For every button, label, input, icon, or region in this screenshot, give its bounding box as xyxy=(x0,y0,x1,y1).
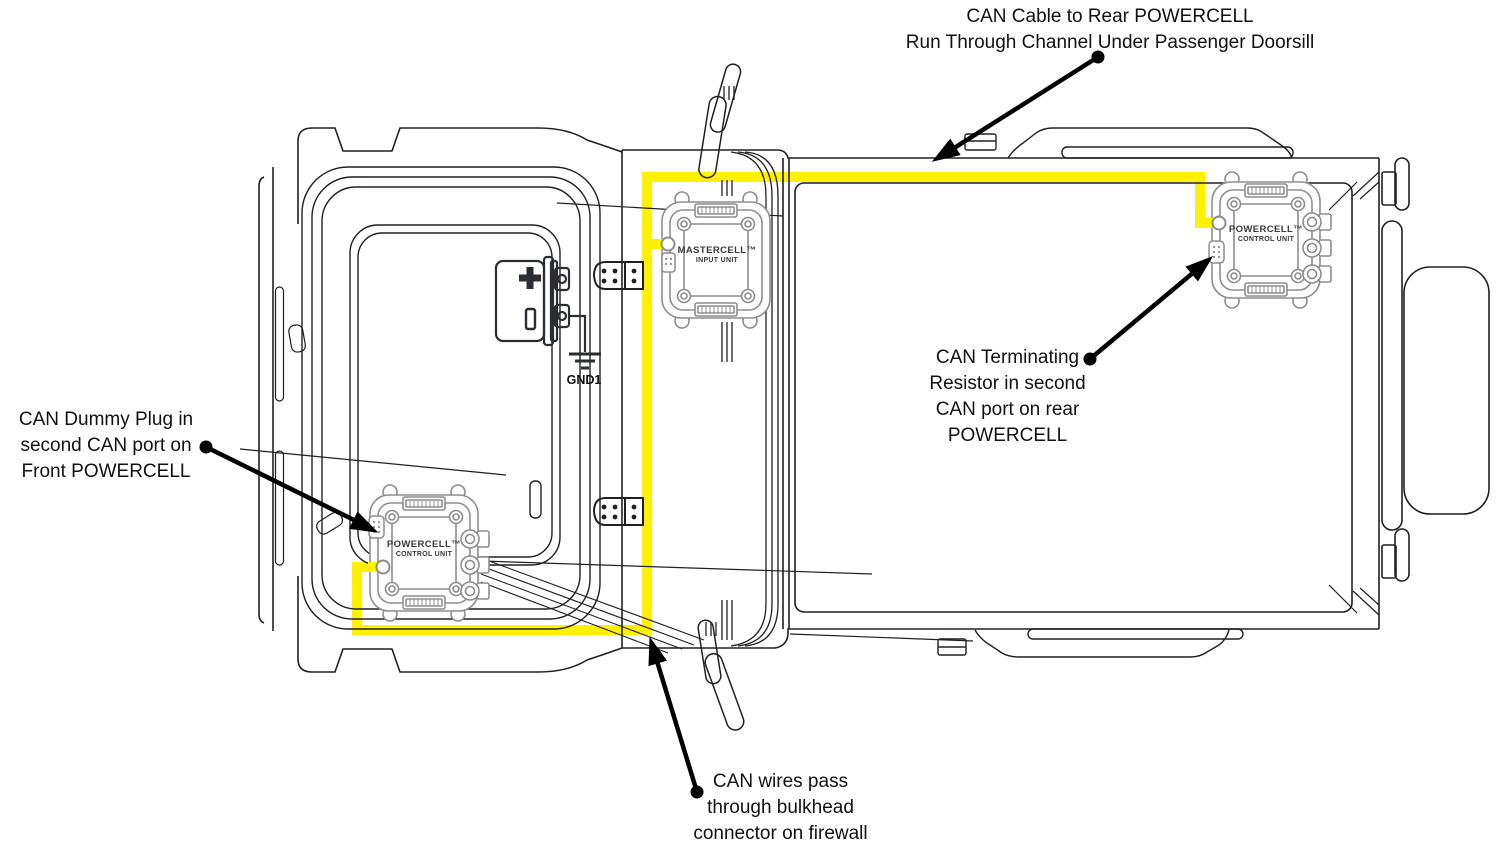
rear-body xyxy=(1352,157,1490,629)
body-bottom-edge xyxy=(622,628,1379,649)
ground-wire xyxy=(569,314,587,352)
arrow-dummy-plug xyxy=(199,440,379,533)
mastercell-label: MASTERCELL™ INPUT UNIT xyxy=(662,245,772,265)
annotation-dummy-plug: CAN Dummy Plug in second CAN port on Fro… xyxy=(18,409,194,482)
battery-positive-symbol xyxy=(519,267,541,289)
harness-fan-lines xyxy=(480,557,705,654)
mastercell-aux-port xyxy=(661,252,676,273)
front-powercell-connectors xyxy=(460,529,490,601)
door-channel-lines xyxy=(705,86,779,647)
rear-powercell-type: CONTROL UNIT xyxy=(1237,236,1295,243)
rear-powercell-connectors xyxy=(1302,212,1332,284)
can-ports xyxy=(368,215,1227,575)
front-fender-bottom xyxy=(297,576,623,673)
annotation-bulkhead: CAN wires pass through bulkhead connecto… xyxy=(693,771,868,844)
terminating-resistor-port xyxy=(1208,240,1225,264)
door-hinge-bracket-lower xyxy=(593,497,644,526)
rear-powercell-name: POWERCELL™ xyxy=(1228,224,1304,235)
arrow-rear-cable xyxy=(931,50,1105,162)
front-powercell-label: POWERCELL™ CONTROL UNIT xyxy=(369,539,479,559)
mastercell-type: INPUT UNIT xyxy=(695,257,739,264)
front-bumper xyxy=(258,176,265,624)
front-powercell-type: CONTROL UNIT xyxy=(395,551,453,558)
can-port-front-powercell xyxy=(375,559,391,575)
battery xyxy=(494,255,601,370)
bed-inner-wall xyxy=(794,182,1353,613)
front-powercell-name: POWERCELL™ xyxy=(386,539,462,550)
spare-tire xyxy=(1403,266,1490,515)
battery-negative-symbol xyxy=(524,307,537,331)
mastercell-name: MASTERCELL™ xyxy=(677,245,757,256)
body-top-edge xyxy=(622,149,1379,159)
can-port-rear-powercell xyxy=(1211,215,1227,231)
front-fender-top xyxy=(297,127,623,224)
annotation-rear-cable: CAN Cable to Rear POWERCELL Run Through … xyxy=(905,6,1315,53)
units xyxy=(369,171,1332,622)
ground-symbol xyxy=(569,352,601,370)
rear-powercell-label: POWERCELL™ CONTROL UNIT xyxy=(1211,224,1321,244)
can-port-mastercell xyxy=(660,236,676,252)
annotation-arrows xyxy=(199,50,1214,799)
tailgate-bar xyxy=(1381,220,1403,531)
annotation-terminating-resistor: CAN Terminating Resistor in second CAN p… xyxy=(929,347,1086,446)
bed-rails xyxy=(937,127,1294,658)
can-cable-main-run xyxy=(352,172,1219,635)
ground-label: GND1 xyxy=(566,373,602,387)
arrow-bulkhead xyxy=(648,636,704,799)
vehicle-outline xyxy=(239,63,1490,731)
roll-bar-hooks xyxy=(697,63,745,731)
arrow-terminating-resistor xyxy=(1083,256,1214,366)
door-hinge-bracket-upper xyxy=(593,261,644,290)
